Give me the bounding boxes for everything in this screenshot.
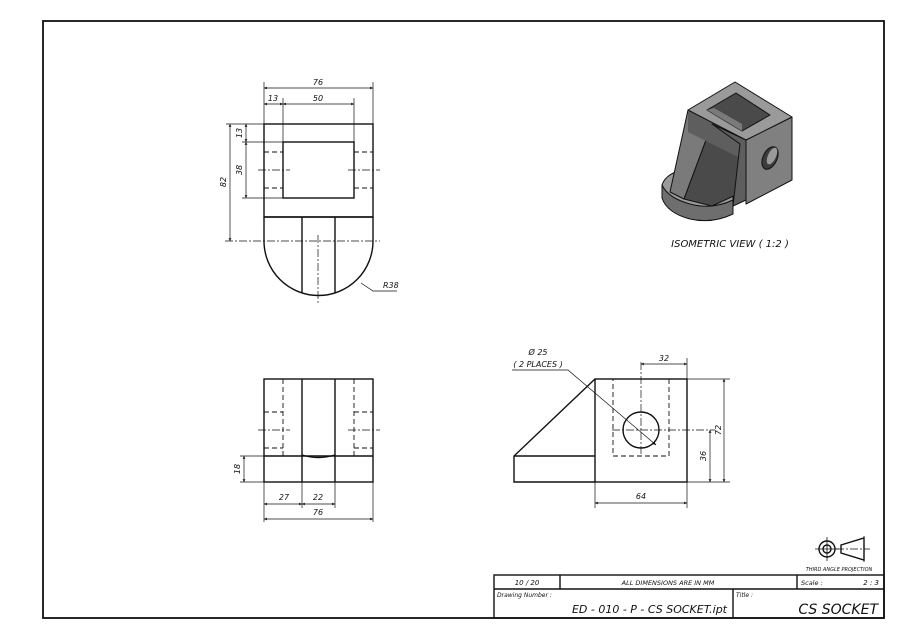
dim-76-top: 76: [313, 78, 323, 87]
dim-13-left: 13: [268, 94, 278, 103]
drawing-number-label: Drawing Number :: [497, 592, 552, 599]
projection-label: THIRD ANGLE PROJECTION: [806, 567, 873, 573]
dim-18: 18: [233, 464, 242, 474]
isometric-view: [661, 81, 793, 222]
dim-76-front: 76: [313, 508, 323, 517]
hole-note-diameter: Ø 25: [527, 347, 547, 357]
drawing-title: CS SOCKET: [798, 602, 879, 618]
isometric-caption: ISOMETRIC VIEW ( 1:2 ): [671, 239, 789, 250]
sheet-border: [42, 20, 885, 619]
scale-value: 2 : 3: [863, 579, 879, 587]
hole-note-places: ( 2 PLACES ): [513, 360, 562, 369]
scale-label: Scale :: [801, 579, 823, 587]
units-note: ALL DIMENSIONS ARE IN MM: [621, 579, 715, 587]
title-block: 10 / 20 ALL DIMENSIONS ARE IN MM Scale :…: [493, 574, 885, 619]
title-label: Title :: [736, 592, 753, 599]
front-view: 18 27 22 76: [233, 378, 380, 522]
projection-symbol: THIRD ANGLE PROJECTION: [806, 536, 873, 573]
dim-72: 72: [714, 425, 723, 435]
dim-82: 82: [219, 177, 228, 187]
dim-38: 38: [235, 165, 244, 175]
dim-22: 22: [313, 493, 323, 502]
drawing-number: ED - 010 - P - CS SOCKET.ipt: [572, 603, 728, 616]
dim-r38: R38: [383, 281, 399, 290]
dim-32: 32: [659, 354, 669, 363]
dim-50: 50: [313, 94, 323, 103]
dim-36: 36: [699, 451, 708, 461]
dim-64: 64: [636, 492, 646, 501]
sheet-number: 10 / 20: [515, 579, 540, 587]
side-view: Ø 25 ( 2 PLACES ) 32 72 36 64: [512, 347, 730, 508]
dim-27: 27: [279, 493, 290, 502]
top-view: 76 13 50 13 38 82 R38: [219, 78, 399, 304]
dim-13-top: 13: [235, 128, 244, 138]
